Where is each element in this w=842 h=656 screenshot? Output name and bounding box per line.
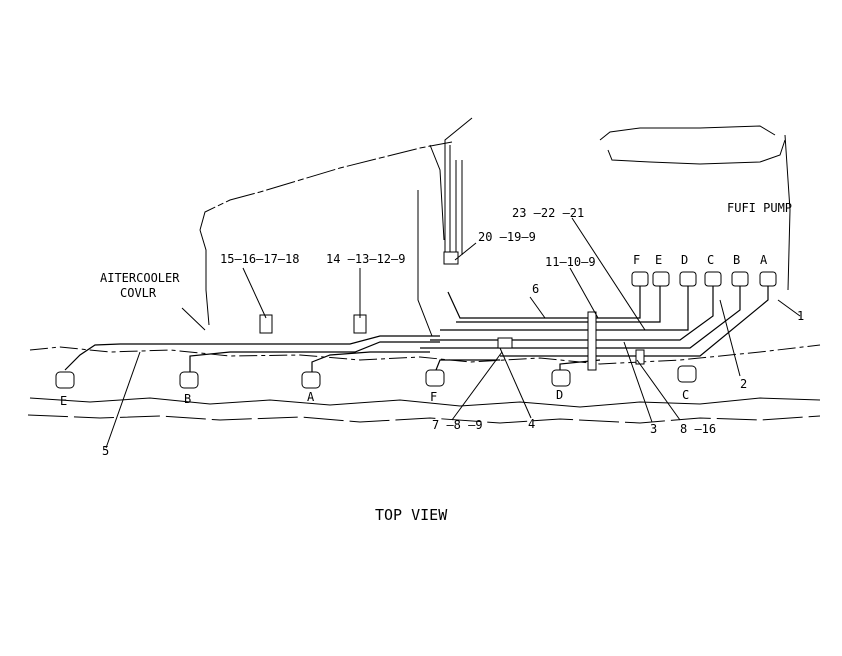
callout-23-22-21: 23 –22 –21 [512,206,584,220]
engine-base-outline [27,344,821,424]
callout-3: 3 [650,422,657,436]
clamp-7-8-9 [497,337,513,349]
vertical-tube [443,117,473,265]
fuel-pump-label: FUFI PUMP [727,201,792,215]
pump-port-a: A [760,253,768,267]
leader-lines [105,217,801,449]
callout-14-13-12-9: 14 –13–12–9 [326,252,405,266]
clamp-8-16 [635,349,645,365]
callout-5: 5 [102,444,109,458]
clamp-15-16-17-18 [259,314,273,334]
callout-4: 4 [528,417,535,431]
pump-port-c: C [707,253,714,267]
injector-f-label: F [430,390,437,404]
callout-2: 2 [740,377,747,391]
clamp-11-10-9 [587,311,597,371]
injector-d-fitting [551,369,571,387]
injector-fittings [55,365,697,389]
injector-e-fitting [55,371,75,389]
aftercooler-label-line2: COVLR [120,286,157,300]
callout-11-10-9: 11–10–9 [545,255,596,269]
injector-a-label: A [307,390,315,404]
injector-f-fitting [425,369,445,387]
callout-15-16-17-18: 15–16–17–18 [220,252,299,266]
injector-c-fitting [677,365,697,383]
pump-port-d: D [681,253,688,267]
pump-port-b: B [733,253,740,267]
injector-d-label: D [556,388,563,402]
callout-7-8-9: 7 –8 –9 [432,418,483,432]
aftercooler-label-line1: AITERCOOLER [100,271,180,285]
injector-b-fitting [179,371,199,389]
injector-b-label: B [184,392,191,406]
pump-port-f: F [633,253,640,267]
injector-c-label: C [682,388,689,402]
engine-outline [199,125,791,337]
callout-6: 6 [532,282,539,296]
injector-e-label: E [60,394,67,408]
injector-a-fitting [301,371,321,389]
callout-8-16: 8 –16 [680,422,716,436]
fuel-lines [64,285,769,372]
callout-20-19-9: 20 –19–9 [478,230,536,244]
view-title: TOP VIEW [375,506,448,524]
pump-port-e: E [655,253,662,267]
callout-1: 1 [797,309,804,323]
pump-fittings [631,271,777,287]
